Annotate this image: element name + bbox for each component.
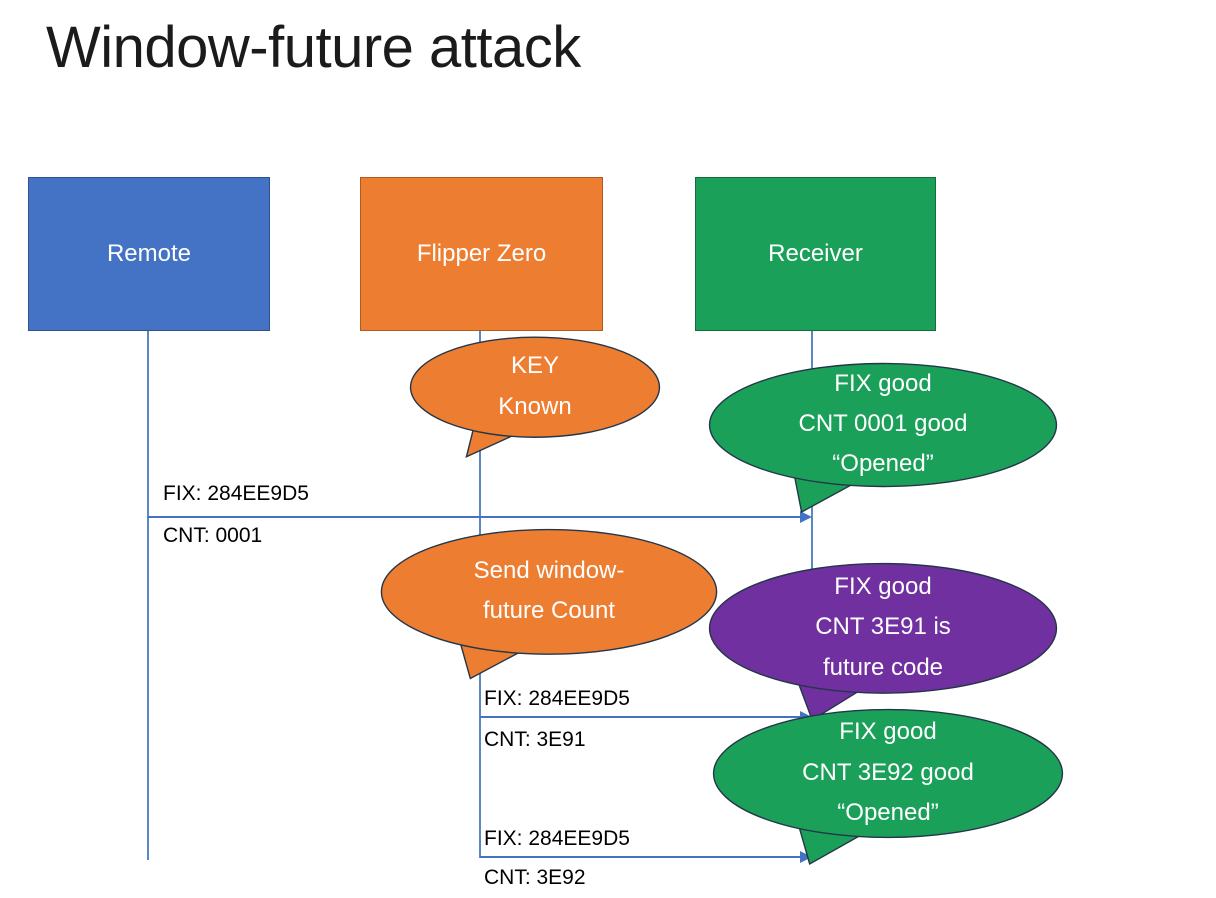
slide-title: Window-future attack: [46, 15, 581, 80]
speech-bubble-cnt-3e92-good: FIX good CNT 3E92 good “Opened”: [710, 708, 1066, 864]
speech-bubble-icon: [378, 528, 720, 680]
actor-label-remote: Remote: [106, 240, 192, 267]
actor-box-flipper-zero: Flipper Zero: [360, 177, 603, 331]
actor-box-remote: Remote: [28, 177, 270, 331]
message-3-fix-label: FIX: 284EE9D5: [484, 827, 630, 850]
speech-bubble-icon: [710, 708, 1066, 864]
speech-bubble-text: FIX good CNT 3E92 good “Opened”: [802, 718, 974, 826]
message-arrow-2: [480, 716, 803, 718]
message-1-cnt-label: CNT: 0001: [163, 524, 263, 547]
speech-bubble-text: FIX good CNT 0001 good “Opened”: [798, 369, 968, 478]
speech-bubble-icon: [408, 336, 662, 458]
arrowhead-icon: [800, 511, 812, 523]
message-2-fix-label: FIX: 284EE9D5: [484, 687, 630, 710]
message-3-cnt-label: CNT: 3E92: [484, 866, 586, 889]
message-2-cnt-label: CNT: 3E91: [484, 728, 586, 751]
message-arrow-3: [480, 856, 803, 858]
lifeline-remote: [147, 329, 149, 860]
message-arrow-1: [148, 516, 803, 518]
message-1-fix-label: FIX: 284EE9D5: [163, 482, 309, 505]
speech-bubble-cnt-0001-good: FIX good CNT 0001 good “Opened”: [706, 362, 1060, 512]
actor-label-receiver: Receiver: [768, 240, 863, 267]
actor-box-receiver: Receiver: [695, 177, 936, 331]
speech-bubble-icon: [706, 362, 1060, 512]
actor-label-flipper-zero: Flipper Zero: [416, 240, 547, 267]
speech-bubble-icon: [706, 562, 1060, 720]
speech-bubble-key-known: KEY Known: [408, 336, 662, 458]
speech-bubble-text: KEY Known: [498, 352, 572, 420]
speech-bubble-text: Send window- future Count: [473, 556, 625, 625]
speech-bubble-text: FIX good CNT 3E91 is future code: [815, 573, 951, 681]
speech-bubble-cnt-3e91-future: FIX good CNT 3E91 is future code: [706, 562, 1060, 720]
speech-bubble-send-window-future: Send window- future Count: [378, 528, 720, 680]
